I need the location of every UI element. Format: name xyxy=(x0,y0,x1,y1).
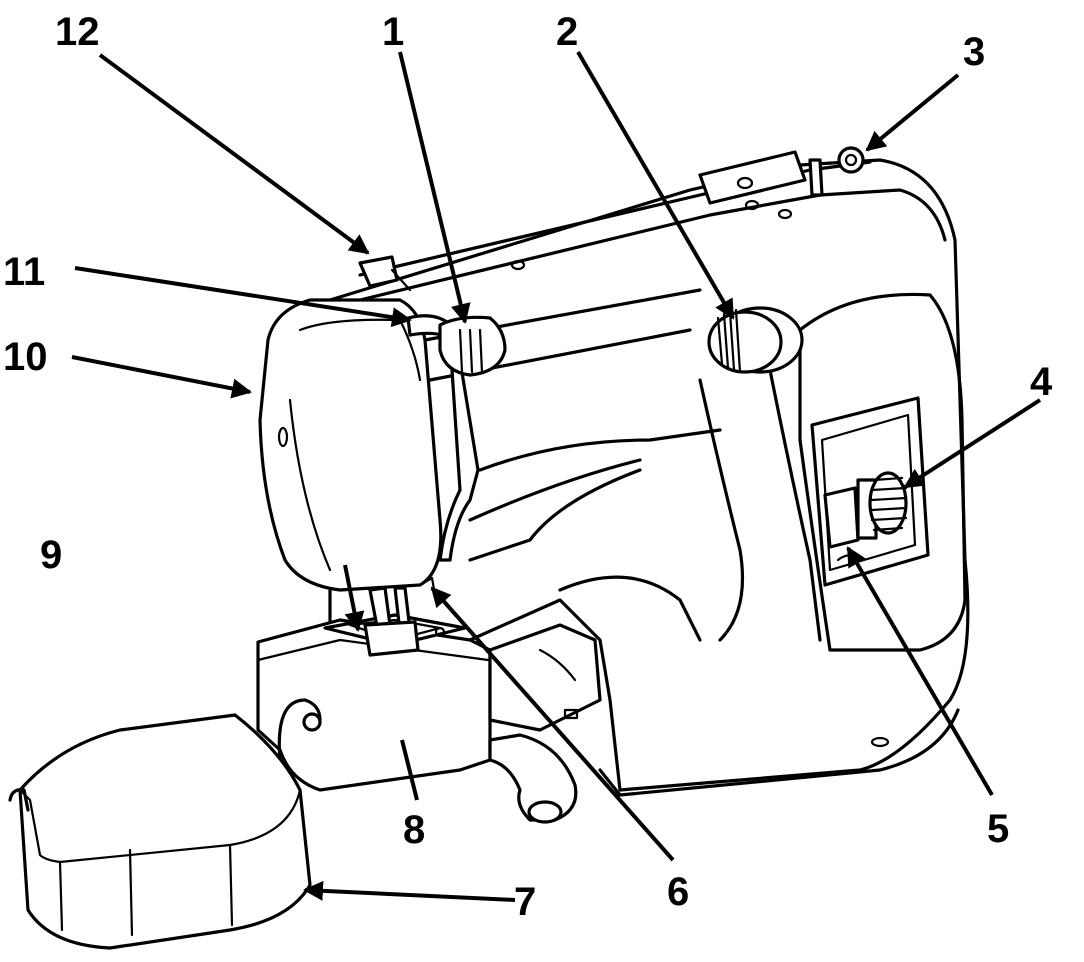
leader-3 xyxy=(865,73,960,152)
callout-1: 1 xyxy=(382,10,404,54)
leader-8 xyxy=(400,739,419,801)
leader-4 xyxy=(903,398,1042,489)
leader-10 xyxy=(71,355,252,399)
callout-9: 9 xyxy=(40,533,62,577)
callout-10: 10 xyxy=(3,335,48,379)
leader-2 xyxy=(576,50,735,320)
leader-6 xyxy=(430,586,675,862)
leader-9 xyxy=(343,564,365,632)
leader-7 xyxy=(303,880,516,902)
leader-1 xyxy=(398,51,471,324)
callout-6: 6 xyxy=(667,870,689,914)
callout-7: 7 xyxy=(514,880,536,924)
leader-5 xyxy=(846,546,994,797)
extension-table xyxy=(18,713,312,950)
callout-12: 12 xyxy=(55,10,100,54)
callout-4: 4 xyxy=(1030,360,1053,404)
callout-labels: 1 2 3 4 5 6 7 8 9 10 11 12 xyxy=(3,10,1053,924)
callout-5: 5 xyxy=(987,807,1009,851)
leader-12 xyxy=(98,53,370,255)
face-plate xyxy=(258,298,443,592)
leader-lines xyxy=(71,50,1042,902)
leader-11 xyxy=(74,266,412,328)
callout-11: 11 xyxy=(3,250,45,294)
callout-8: 8 xyxy=(403,808,425,852)
callout-2: 2 xyxy=(556,10,578,54)
callout-3: 3 xyxy=(963,30,985,74)
sewing-machine-illustration xyxy=(8,146,970,950)
